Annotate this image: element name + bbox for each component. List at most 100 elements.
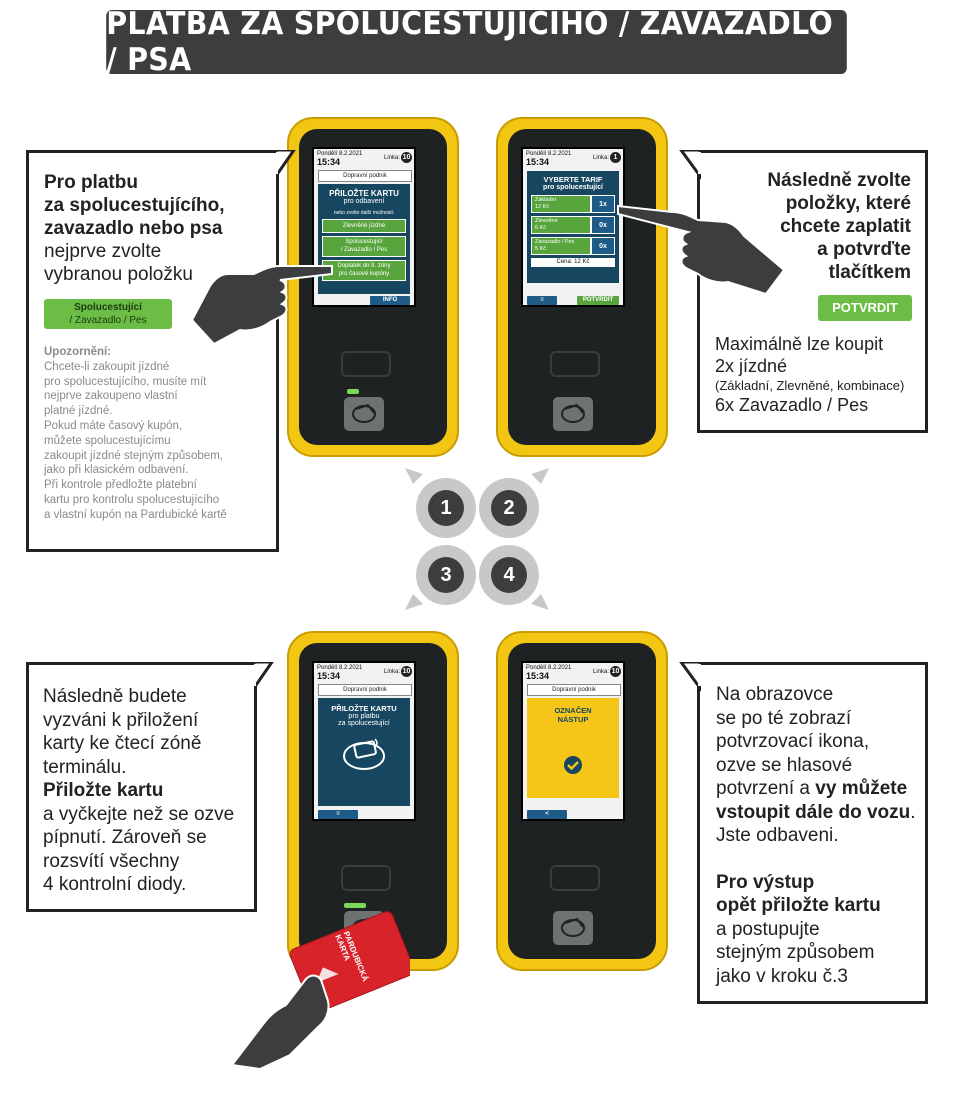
step-tail xyxy=(405,594,423,610)
pointing-hand-icon xyxy=(617,204,786,296)
step4-line5a: potvrzení a xyxy=(716,778,816,799)
step4-line8: Pro výstup xyxy=(716,871,815,893)
screen-time: 15:34 xyxy=(317,671,341,681)
step4-line6-end: . xyxy=(910,801,916,823)
warning-line: nejprve zakoupeno vlastní xyxy=(44,390,178,403)
tariff-name: Zlevněné xyxy=(535,218,558,224)
screen-line-number: 1 xyxy=(610,152,621,163)
confirm-button[interactable]: POTVRDIT xyxy=(818,295,912,321)
ticket-slot xyxy=(341,351,391,377)
tariff-price: 6 Kč xyxy=(535,225,547,231)
zone-button-l2: pro časové kupóny xyxy=(338,271,390,277)
confirm-screen-button[interactable]: POTVRDIT xyxy=(577,296,619,305)
panel-subheading-2: za spolucestující xyxy=(338,720,390,727)
price-total: Cena: 12 Kč xyxy=(531,258,615,267)
step3-line6: a vyčkejte než se ozve xyxy=(43,803,235,825)
step-circle-1: 1 xyxy=(416,478,476,538)
screen-line-label: Linka: xyxy=(592,669,609,675)
panel-heading: PŘILOŽTE KARTU xyxy=(329,189,399,198)
terminal-screen: Pondělí 8.2.2021 15:34 Linka: 10 Dopravn… xyxy=(312,147,416,307)
bubble-pointer xyxy=(276,150,296,179)
step-2-instructions: Následně zvolte položky, které chcete za… xyxy=(697,150,928,433)
ticket-slot xyxy=(550,351,600,377)
panel-subheading: pro platbu xyxy=(348,713,380,720)
step4-line2: se po té zobrazí xyxy=(716,707,852,729)
step-number: 2 xyxy=(491,490,527,526)
screen-date: Pondělí 8.2.2021 xyxy=(317,151,363,157)
step-tail xyxy=(405,468,423,484)
screen-panel: PŘILOŽTE KARTU pro platbu za spolucestuj… xyxy=(318,698,410,806)
step-number: 1 xyxy=(428,490,464,526)
max-line2: 2x jízdné xyxy=(715,356,788,376)
back-button[interactable]: < xyxy=(527,810,567,819)
screen-time: 15:34 xyxy=(317,157,341,167)
terminal-step-3: Pondělí 8.2.2021 15:34 Linka: 10 Dopravn… xyxy=(287,631,459,971)
card-reader-icon xyxy=(553,911,593,945)
card-in-hand-icon xyxy=(230,911,410,1070)
screen-line-number: 10 xyxy=(401,666,412,677)
tariff-name: Zavazadlo / Pes xyxy=(535,239,575,245)
panel-heading: PŘILOŽTE KARTU xyxy=(331,704,397,713)
terminal-screen: Pondělí 8.2.2021 15:34 Linka: 10 Dopravn… xyxy=(521,661,625,821)
bubble-pointer xyxy=(679,150,701,180)
check-icon xyxy=(527,754,619,781)
step1-line1: Pro platbu xyxy=(44,172,138,193)
step1-line2: za spolucestujícího, xyxy=(44,195,225,216)
max-line4: 6x Zavazadlo / Pes xyxy=(715,395,869,415)
zone-button-l1: Doplatek do II. zóny xyxy=(337,263,391,269)
step4-line1: Na obrazovce xyxy=(716,684,834,705)
info-button[interactable]: INFO xyxy=(370,296,410,305)
tariff-count[interactable]: 0x xyxy=(591,216,615,234)
step4-line11: stejným způsobem xyxy=(716,942,875,963)
screen-line-label: Linka: xyxy=(592,155,609,161)
max-line3: (Základní, Zlevněné, kombinace) xyxy=(715,378,905,393)
step3-line7: pípnutí. Zároveň se xyxy=(43,827,207,848)
step3-line1: Následně budete xyxy=(43,686,187,707)
warning-line: kartu pro kontrolu spolucestujícího xyxy=(44,493,220,506)
screen-line-number: 10 xyxy=(401,152,412,163)
companion-option-button[interactable]: Spolucestující / Zavazadlo / Pes xyxy=(44,299,172,329)
menu-button[interactable]: ≡ xyxy=(318,810,358,819)
confirmation-panel: OZNAČEN NÁSTUP xyxy=(527,698,619,798)
status-leds-all xyxy=(344,903,366,908)
step4-line10: a postupujte xyxy=(716,918,820,940)
panel-note: nebo zvolte další možnosti: xyxy=(333,210,395,216)
status-led xyxy=(347,389,359,394)
warning-line: Při kontrole předložte platební xyxy=(44,479,197,492)
companion-button[interactable]: Spolucestující / Zavazadlo / Pes xyxy=(322,236,406,257)
screen-date: Pondělí 8.2.2021 xyxy=(526,151,572,157)
companion-button-l2: / Zavazadlo / Pes xyxy=(340,247,388,253)
screen-operator: Dopravní podnik xyxy=(318,684,412,696)
card-reader-icon xyxy=(344,397,384,431)
tariff-count[interactable]: 1x xyxy=(591,195,615,213)
card-reader-icon xyxy=(553,397,593,431)
step4-line3: potvrzovací ikona, xyxy=(716,731,870,752)
step-circle-2: 2 xyxy=(479,478,539,538)
confirm-l2: NÁSTUP xyxy=(557,715,589,724)
step-number: 4 xyxy=(491,557,527,593)
step2-line2: položky, které xyxy=(785,193,911,214)
screen-time: 15:34 xyxy=(526,671,550,681)
step4-line6: vstoupit dále do vozu xyxy=(716,801,911,823)
pointing-hand-icon xyxy=(190,265,333,346)
tariff-count[interactable]: 0x xyxy=(591,237,615,255)
step-circle-3: 3 xyxy=(416,545,476,605)
panel-heading: VYBERTE TARIF xyxy=(543,175,603,184)
zone-surcharge-button[interactable]: Doplatek do II. zóny pro časové kupóny xyxy=(322,260,406,281)
companion-option-l2: / Zavazadlo / Pes xyxy=(69,315,147,326)
step1-line5: vybranou položku xyxy=(44,264,193,285)
ticket-slot xyxy=(550,865,600,891)
discount-fare-button[interactable]: Zlevněné jízdné xyxy=(322,219,406,233)
panel-subheading: pro odbavení xyxy=(343,198,385,205)
menu-button[interactable]: ≡ xyxy=(527,296,557,305)
terminal-step-4: Pondělí 8.2.2021 15:34 Linka: 10 Dopravn… xyxy=(496,631,668,971)
step4-line4: ozve se hlasové xyxy=(716,754,853,776)
step2-line4: a potvrďte xyxy=(817,239,911,260)
warning-title: Upozornění: xyxy=(44,346,112,358)
